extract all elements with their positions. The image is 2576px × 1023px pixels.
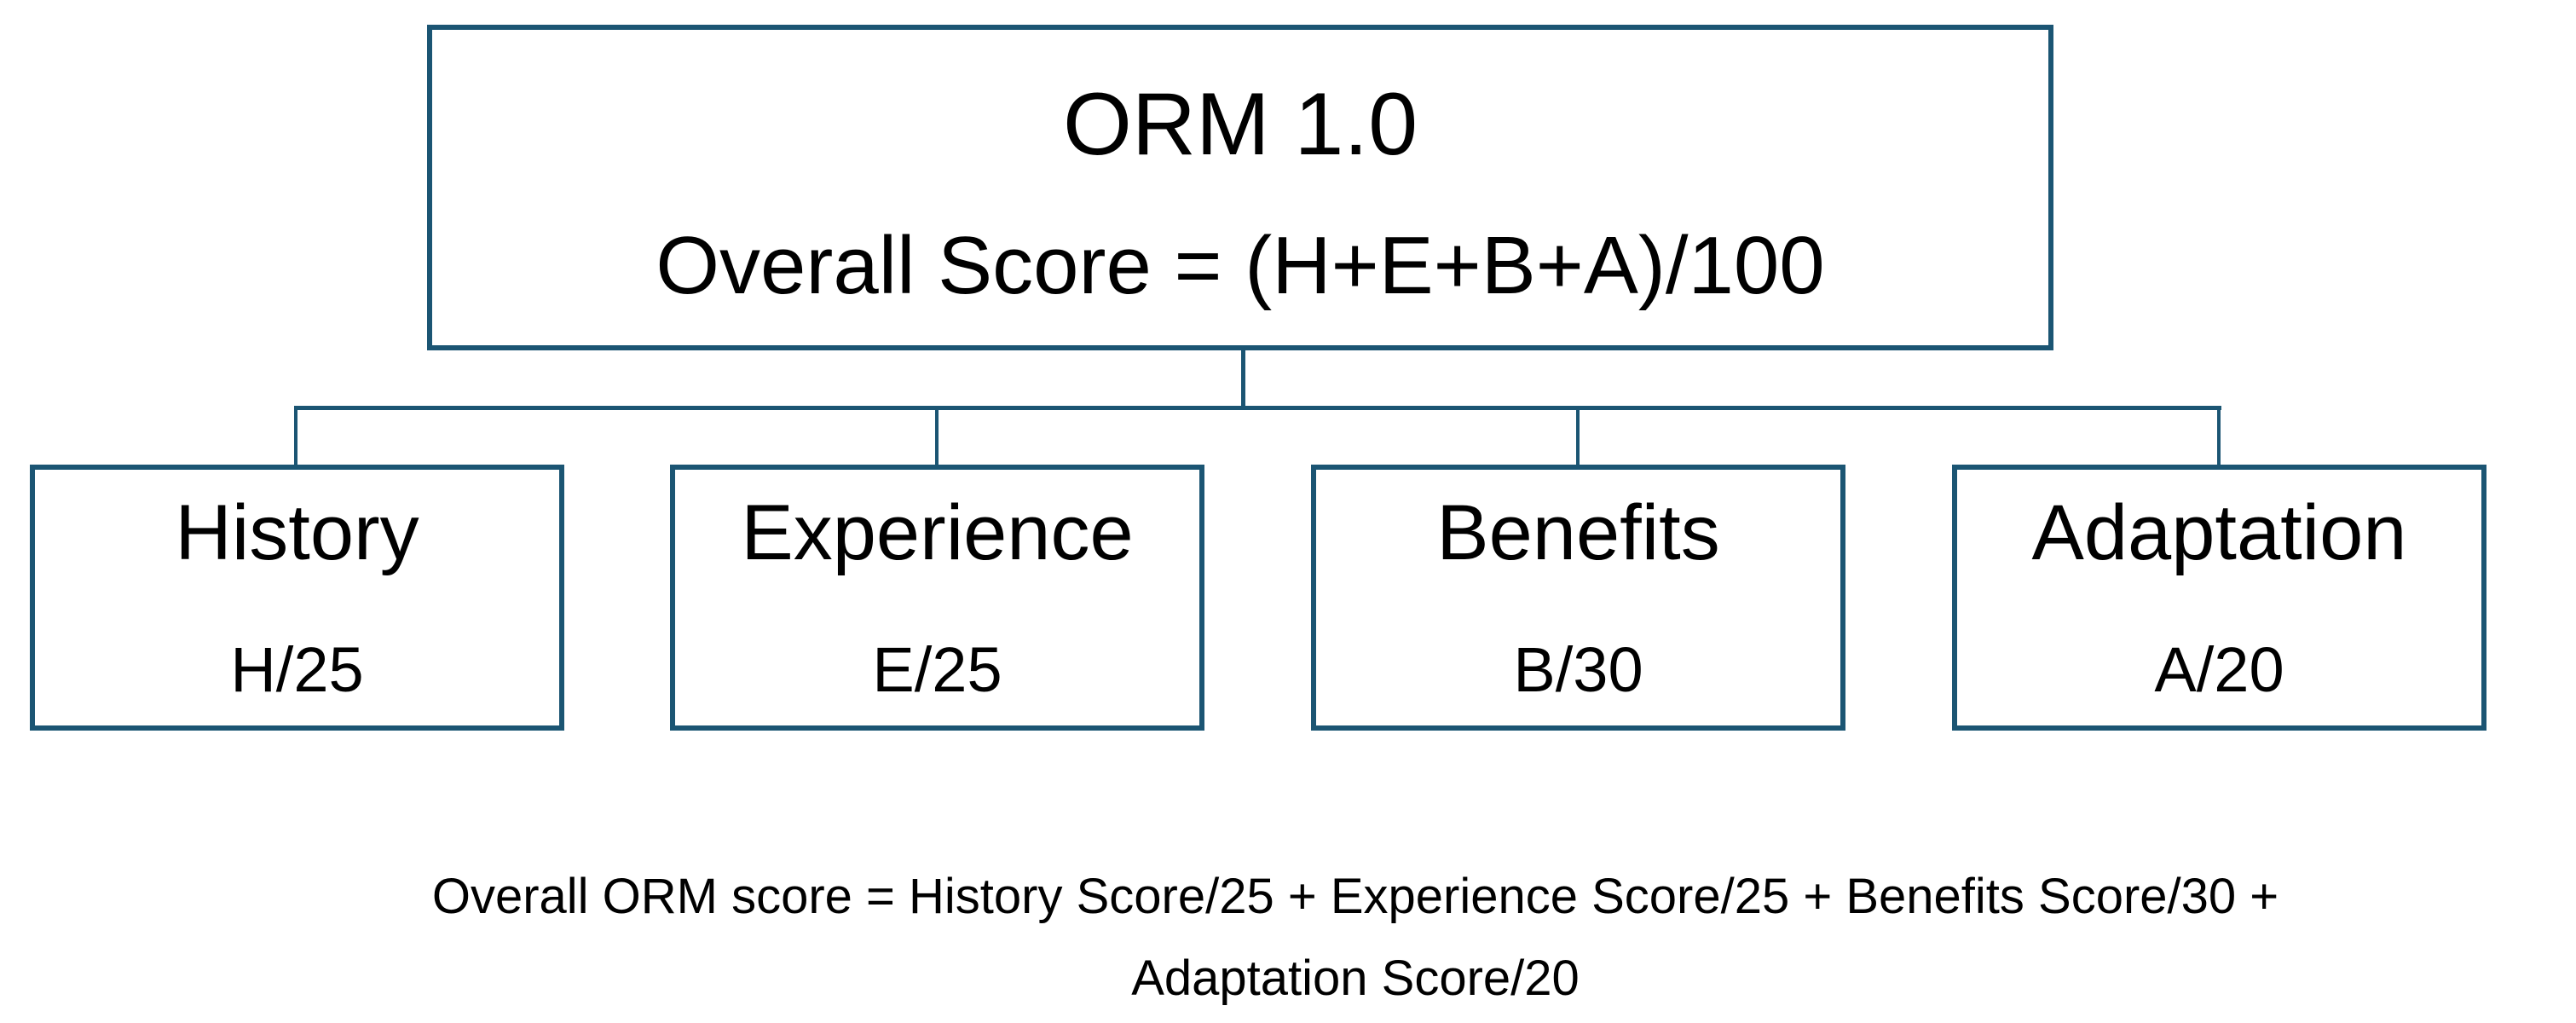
connector-trunk xyxy=(1241,350,1245,409)
caption-line-2: Adaptation Score/20 xyxy=(1131,951,1580,1006)
node-title: History xyxy=(175,489,419,576)
node-benefits: Benefits B/30 xyxy=(1311,465,1845,731)
node-adaptation: Adaptation A/20 xyxy=(1952,465,2486,731)
root-title: ORM 1.0 xyxy=(1062,75,1418,174)
node-history: History H/25 xyxy=(30,465,564,731)
node-title: Benefits xyxy=(1436,489,1720,576)
root-node: ORM 1.0 Overall Score = (H+E+B+A)/100 xyxy=(427,25,2053,350)
caption-line-1: Overall ORM score = History Score/25 + E… xyxy=(431,869,2279,924)
connector-benefits xyxy=(1576,406,1580,465)
node-title: Experience xyxy=(741,489,1134,576)
node-score: B/30 xyxy=(1513,634,1643,705)
node-score: E/25 xyxy=(872,634,1002,705)
connector-experience xyxy=(935,406,939,465)
connector-adaptation xyxy=(2217,406,2221,465)
node-experience: Experience E/25 xyxy=(670,465,1204,731)
node-title: Adaptation xyxy=(2031,489,2407,576)
node-score: H/25 xyxy=(230,634,364,705)
root-formula: Overall Score = (H+E+B+A)/100 xyxy=(656,220,1825,311)
connector-history xyxy=(294,406,297,465)
connector-bar xyxy=(294,406,2221,410)
formula-caption: Overall ORM score = History Score/25 + E… xyxy=(119,856,2576,1020)
node-score: A/20 xyxy=(2154,634,2284,705)
